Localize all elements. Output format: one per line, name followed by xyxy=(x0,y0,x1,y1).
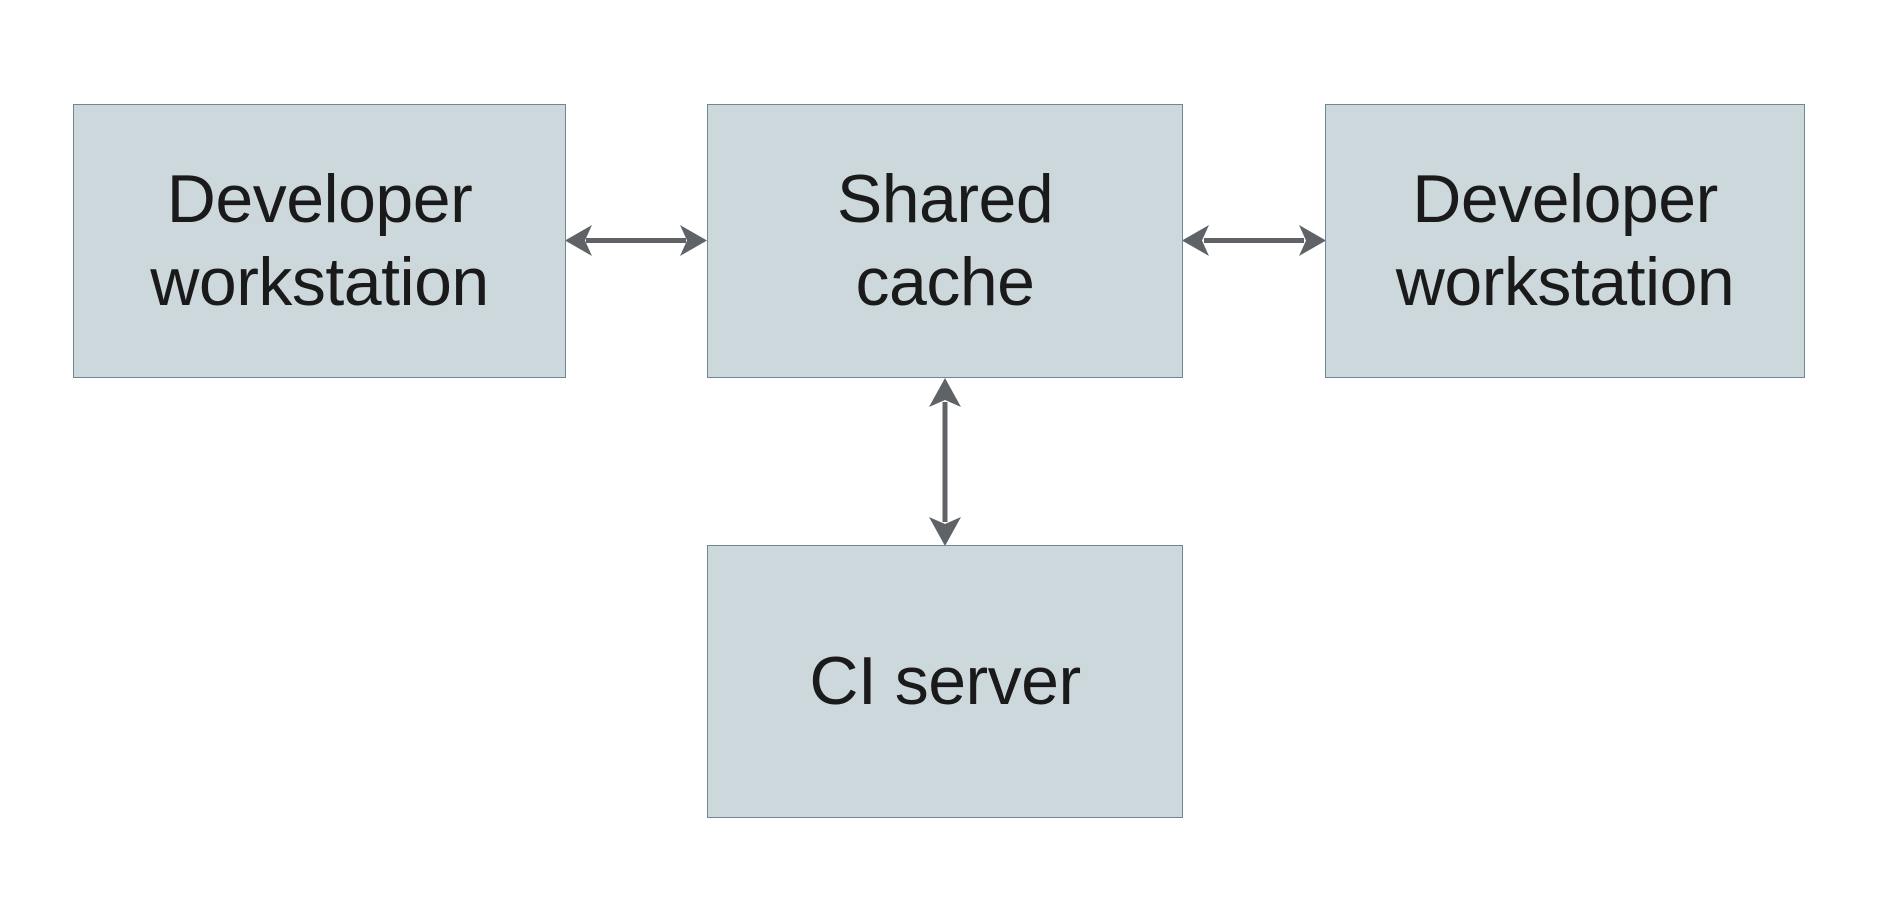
node-label: Developer workstation xyxy=(1395,161,1735,320)
double-arrow-icon xyxy=(1182,225,1326,256)
node-ci-server[interactable]: CI server xyxy=(707,545,1183,818)
node-shared-cache[interactable]: Shared cache xyxy=(707,104,1183,378)
node-developer-workstation-right[interactable]: Developer workstation xyxy=(1325,104,1805,378)
node-label: Shared cache xyxy=(836,161,1054,320)
double-arrow-icon xyxy=(929,378,961,546)
node-developer-workstation-left[interactable]: Developer workstation xyxy=(73,104,566,378)
node-label: Developer workstation xyxy=(150,161,489,320)
double-arrow-icon xyxy=(565,225,707,256)
edge-cache-right-workstation xyxy=(1177,216,1331,266)
node-label: CI server xyxy=(809,643,1081,720)
edge-cache-ci-server xyxy=(920,374,970,550)
edge-left-workstation-cache xyxy=(560,216,712,266)
